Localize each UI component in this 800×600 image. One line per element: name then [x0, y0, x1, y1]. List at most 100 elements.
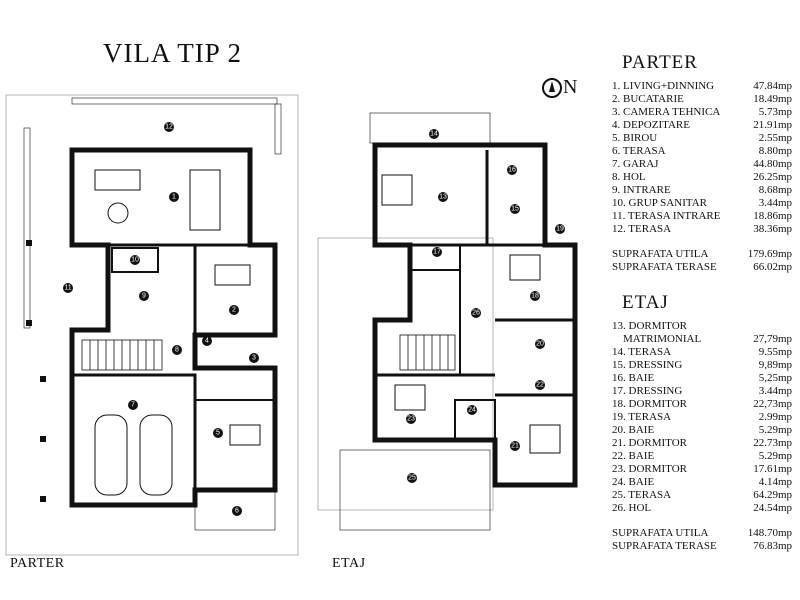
- room-number-label: 24: [468, 407, 476, 414]
- north-indicator: N: [542, 76, 577, 99]
- list-item: 26. HOL 24.54mp: [612, 502, 792, 515]
- room-name: SUPRAFATA TERASE: [612, 261, 717, 273]
- room-name: 16. BAIE: [612, 372, 655, 384]
- room-name: SUPRAFATA UTILA: [612, 248, 709, 260]
- terrace-14: [369, 112, 491, 144]
- room-area: 5.29mp: [758, 424, 792, 436]
- terrace-rail-left: [23, 127, 31, 329]
- wall: [72, 373, 197, 505]
- bed: [394, 384, 426, 411]
- room-area: 17.61mp: [753, 463, 792, 475]
- list-item: SUPRAFATA UTILA 179.69mp: [612, 248, 792, 261]
- list-item: 7. GARAJ 44.80mp: [612, 158, 792, 171]
- room-area: 26.25mp: [753, 171, 792, 183]
- room-area: 18.49mp: [753, 93, 792, 105]
- ground-floor-plan: [5, 94, 299, 556]
- list-item: 8. HOL 26.25mp: [612, 171, 792, 184]
- room-area: 47.84mp: [753, 80, 792, 92]
- room-name: 10. GRUP SANITAR: [612, 197, 707, 209]
- room-area: 24.54mp: [753, 502, 792, 514]
- list-item: 17. DRESSING 3.44mp: [612, 385, 792, 398]
- car: [139, 414, 173, 496]
- room-number-label: 15: [511, 206, 519, 213]
- room-area: 22,73mp: [753, 398, 792, 410]
- ground-plan-label: PARTER: [10, 556, 65, 571]
- office-desk: [229, 424, 261, 446]
- site-outline: [5, 94, 299, 556]
- room-name: 13. DORMITOR: [612, 320, 687, 332]
- coffee-table: [107, 202, 129, 224]
- bath-24-walls: [454, 399, 496, 441]
- list-item: 20. BAIE 5.29mp: [612, 424, 792, 437]
- room-area: 5.73mp: [758, 106, 792, 118]
- room-number-label: 16: [508, 167, 516, 174]
- north-label: N: [563, 76, 578, 98]
- room-number-label: 17: [433, 249, 441, 256]
- columns: [26, 240, 46, 502]
- room-name: 19. TERASA: [612, 411, 672, 423]
- room-area: 2.99mp: [758, 411, 792, 423]
- wall: [495, 318, 575, 397]
- room-area: 4.14mp: [758, 476, 792, 488]
- room-name: 15. DRESSING: [612, 359, 683, 371]
- room-name: 8. HOL: [612, 171, 646, 183]
- room-number-label: 11: [64, 285, 71, 292]
- room-name: 21. DORMITOR: [612, 437, 687, 449]
- room-name: 17. DRESSING: [612, 385, 683, 397]
- room-name: 22. BAIE: [612, 450, 655, 462]
- room-number-label: 18: [531, 293, 539, 300]
- room-area: 22.73mp: [753, 437, 792, 449]
- car: [94, 414, 128, 496]
- room-number-label: 4: [205, 338, 209, 345]
- room-area: 64.29mp: [753, 489, 792, 501]
- bed: [509, 254, 541, 281]
- room-area: 9,89mp: [758, 359, 792, 371]
- toilet-walls: [111, 247, 159, 273]
- room-area: 3.44mp: [758, 385, 792, 397]
- room-number-label: 21: [511, 443, 519, 450]
- room-area: 18.86mp: [753, 210, 792, 222]
- north-arrow-icon: [542, 77, 562, 98]
- room-number-label: 19: [556, 226, 564, 233]
- room-name: 3. CAMERA TEHNICA: [612, 106, 721, 118]
- room-number-label: 13: [439, 194, 447, 201]
- room-number-label: 8: [175, 347, 179, 354]
- room-area: 2.55mp: [758, 132, 792, 144]
- room-area: 179.69mp: [747, 248, 792, 260]
- room-name: 9. INTRARE: [612, 184, 671, 196]
- room-number-label: 20: [536, 341, 544, 348]
- upper-floor-plan: [317, 112, 578, 531]
- room-name: 26. HOL: [612, 502, 652, 514]
- room-number-label: 5: [216, 430, 220, 437]
- upper-outer-walls: [372, 142, 578, 488]
- room-area: 44.80mp: [753, 158, 792, 170]
- room-name: 5. BIROU: [612, 132, 658, 144]
- upper-stairs: [399, 334, 456, 371]
- room-area: 76.83mp: [753, 540, 792, 552]
- room-name: 7. GARAJ: [612, 158, 659, 170]
- room-number-label: 9: [142, 293, 146, 300]
- room-name: 20. BAIE: [612, 424, 655, 436]
- room-area: 5,25mp: [758, 372, 792, 384]
- list-item: 3. CAMERA TEHNICA 5.73mp: [612, 106, 792, 119]
- wall: [410, 245, 461, 375]
- list-item: 21. DORMITOR 22.73mp: [612, 437, 792, 450]
- bed: [529, 424, 561, 454]
- list-item: 16. BAIE 5,25mp: [612, 372, 792, 385]
- room-name: 4. DEPOZITARE: [612, 119, 690, 131]
- terrace-6: [194, 489, 276, 531]
- room-number-label: 6: [235, 508, 239, 515]
